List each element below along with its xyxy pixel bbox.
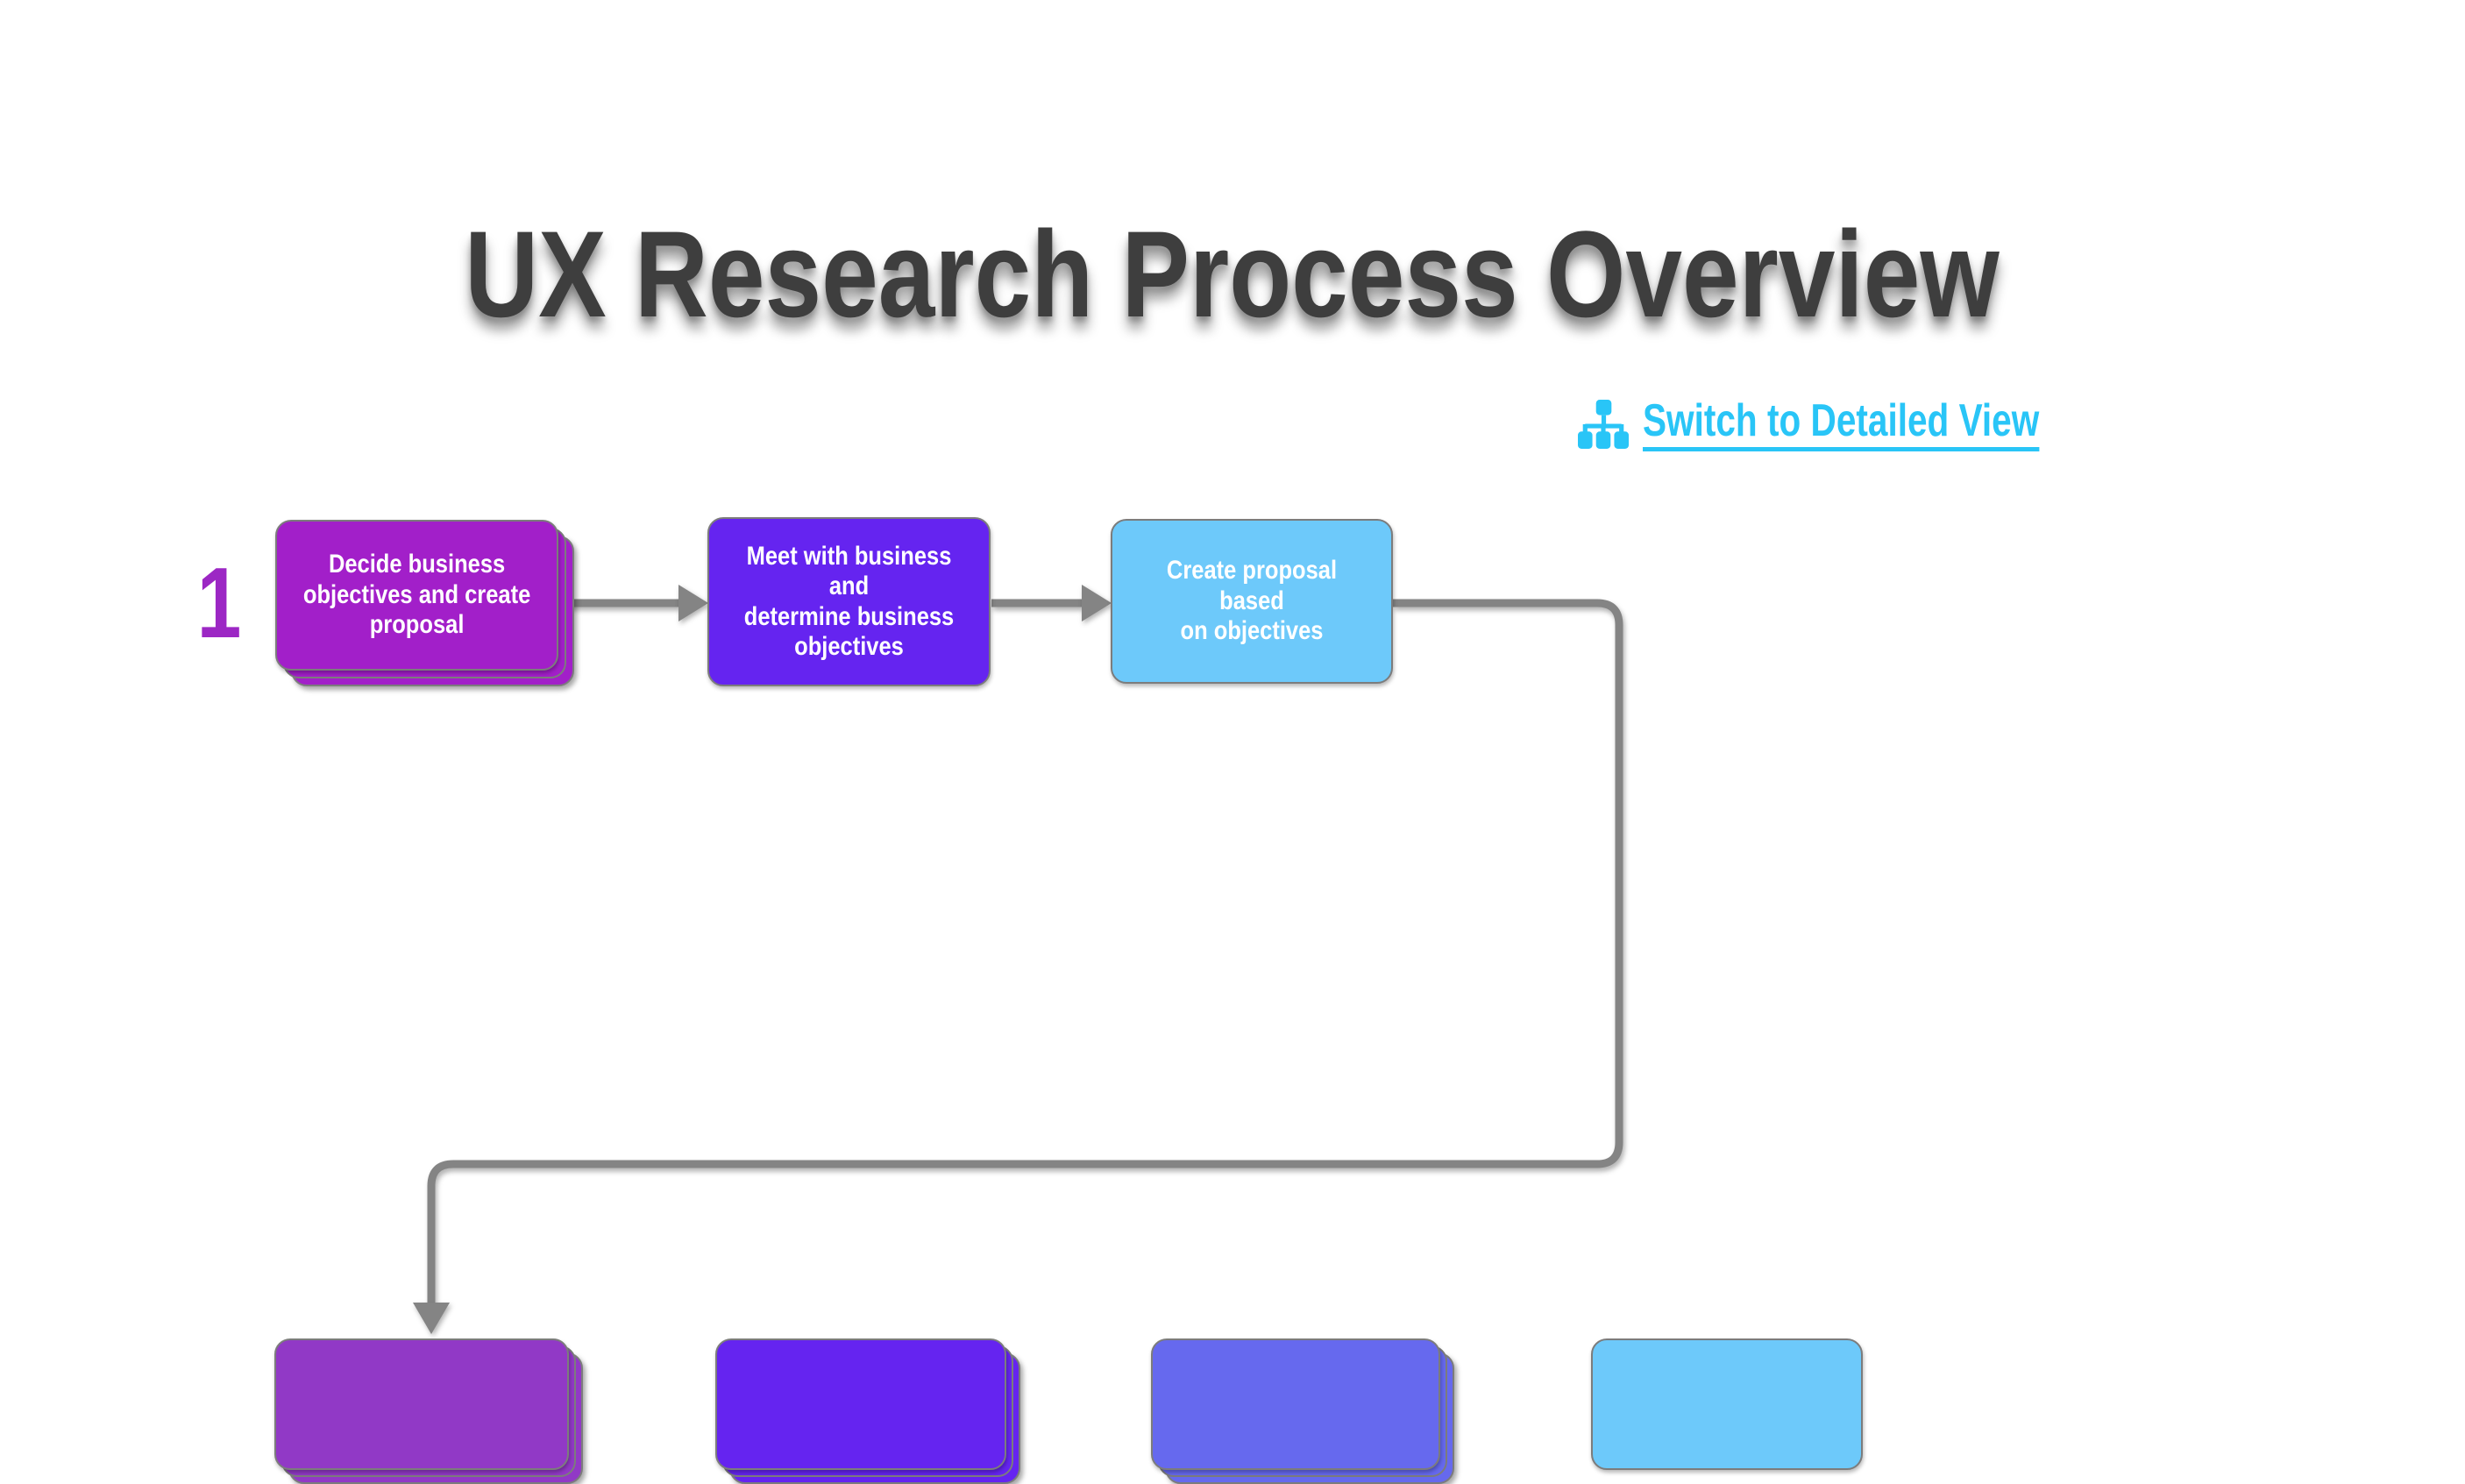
node-surface: Decide business objectives and create pr… bbox=[275, 520, 558, 671]
node-row2-step-1 bbox=[274, 1338, 583, 1484]
node-create-proposal: Create proposal based on objectives bbox=[1111, 519, 1393, 684]
node-row2-step-2 bbox=[715, 1338, 1020, 1484]
node-surface bbox=[715, 1338, 1006, 1470]
arrowhead-decide-to-meet bbox=[678, 585, 708, 621]
node-meet-business: Meet with business and determine busines… bbox=[707, 517, 991, 686]
node-decide-objectives: Decide business objectives and create pr… bbox=[275, 520, 574, 686]
connector-proposal-to-row2 bbox=[427, 599, 1623, 1303]
node-surface: Create proposal based on objectives bbox=[1111, 519, 1393, 684]
arrowhead-meet-to-proposal bbox=[1082, 585, 1112, 621]
node-surface bbox=[274, 1338, 569, 1470]
page-title-text: UX Research Process Overview bbox=[465, 205, 2000, 343]
node-label: Decide business objectives and create pr… bbox=[302, 550, 531, 640]
page-title: UX Research Process Overview bbox=[0, 213, 2465, 336]
node-surface bbox=[1591, 1338, 1863, 1470]
switch-view-link[interactable]: Switch to Detailed View bbox=[1578, 396, 2151, 452]
node-surface bbox=[1151, 1338, 1440, 1470]
node-label: Meet with business and determine busines… bbox=[743, 541, 955, 662]
sitemap-icon bbox=[1578, 400, 1629, 449]
node-row2-step-3 bbox=[1151, 1338, 1454, 1484]
node-row2-step-4 bbox=[1591, 1338, 1863, 1470]
switch-view-label[interactable]: Switch to Detailed View bbox=[1643, 397, 2040, 452]
node-surface: Meet with business and determine busines… bbox=[707, 517, 991, 686]
stage-number: 1 bbox=[196, 548, 242, 659]
node-label: Create proposal based on objectives bbox=[1166, 556, 1338, 646]
arrowhead-into-row2 bbox=[413, 1303, 450, 1334]
